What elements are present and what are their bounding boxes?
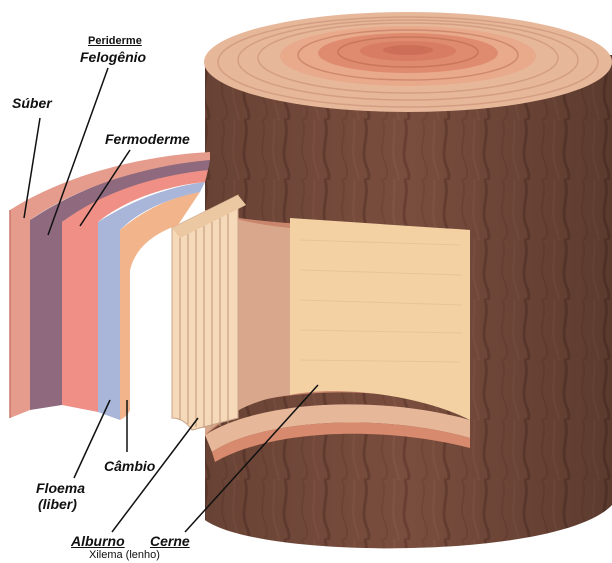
label-floema: Floema xyxy=(36,481,85,495)
label-suber: Súber xyxy=(12,96,52,110)
label-alburno: Alburno xyxy=(71,534,125,548)
cutaway-window xyxy=(205,210,470,462)
label-felogenio: Felogênio xyxy=(80,50,146,64)
label-liber: (liber) xyxy=(38,497,77,511)
label-xilema: Xilema (lenho) xyxy=(89,550,160,561)
label-periderme: Periderme xyxy=(88,36,142,47)
layer-alburno xyxy=(172,195,246,430)
leader-alburno xyxy=(112,418,198,532)
heartwood-face xyxy=(290,218,470,420)
label-cambio: Câmbio xyxy=(104,459,155,473)
label-cerne: Cerne xyxy=(150,534,190,548)
top-cross-section xyxy=(204,12,612,112)
label-fermoderme: Fermoderme xyxy=(105,132,190,146)
